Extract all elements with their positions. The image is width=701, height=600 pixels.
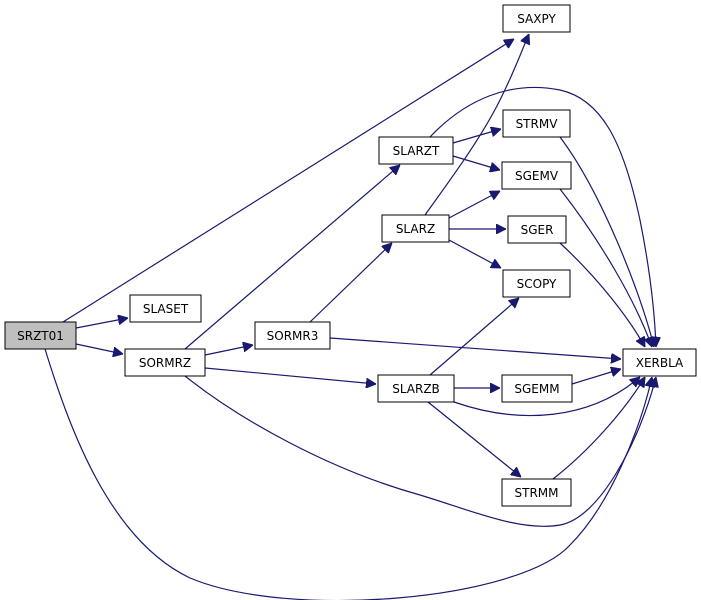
edge-sormr3-to-slarz [309,243,392,323]
node-slaset-box [129,294,202,323]
node-srzt01-label: SRZT01 [17,329,64,343]
node-slarz-box [381,214,450,243]
node-sormrz[interactable]: SORMRZ [124,348,206,377]
edge-slarzb-to-scopy [429,298,519,376]
node-slarzt-box [378,136,454,165]
node-slarzb-label: SLARZB [392,382,440,396]
node-sgemv[interactable]: SGEMV [501,161,572,190]
node-slarzt[interactable]: SLARZT [378,136,454,165]
node-saxpy[interactable]: SAXPY [502,4,571,33]
node-slarz-label: SLARZ [396,222,435,236]
node-sger[interactable]: SGER [507,215,567,244]
node-sormr3-label: SORMR3 [267,329,319,343]
node-saxpy-label: SAXPY [517,12,556,26]
node-srzt01[interactable]: SRZT01 [4,321,77,350]
node-scopy[interactable]: SCOPY [502,269,571,298]
node-sgemv-label: SGEMV [515,169,559,183]
node-slaset[interactable]: SLASET [129,294,202,323]
edges-layer [44,34,656,600]
edge-srzt01-to-sormrz [75,343,123,354]
node-sger-box [507,215,567,244]
node-xerbla-label: XERBLA [636,356,684,370]
edge-slarzt-to-sgemv [452,155,500,170]
edge-strmv-to-xerbla [559,136,654,347]
edge-slarzt-to-xerbla [429,86,656,347]
node-xerbla[interactable]: XERBLA [622,348,697,377]
edge-sormrz-to-slarzt [184,165,400,350]
node-sormrz-box [124,348,206,377]
edge-slarz-to-sgemv [448,190,500,219]
edge-strmm-to-xerbla [552,377,645,480]
edge-slarzb-to-strmm [427,401,521,477]
edge-srzt01-to-saxpy [62,39,514,323]
edge-srzt01-to-xerbla [44,348,652,600]
node-sormr3-box [254,321,331,350]
node-slarzb-box [377,374,455,403]
node-srzt01-box [4,321,77,350]
node-slarz[interactable]: SLARZ [381,214,450,243]
edge-slarzt-to-strmv [452,129,501,144]
node-sgemm[interactable]: SGEMM [501,374,573,403]
edge-sormr3-to-xerbla [329,337,621,359]
node-strmm[interactable]: STRMM [501,478,572,507]
edge-sgemv-to-xerbla [559,188,652,347]
edge-sgemm-to-xerbla [571,369,621,385]
edge-srzt01-to-slaset [75,318,128,329]
edge-slarz-to-saxpy [424,34,529,216]
node-strmv[interactable]: STRMV [502,109,571,138]
edge-sormrz-to-xerbla [184,375,656,527]
node-strmm-label: STRMM [515,486,559,500]
node-sgemm-label: SGEMM [514,382,559,396]
edge-sormrz-to-slarzb [204,367,376,384]
node-sger-label: SGER [521,223,554,237]
node-strmv-label: STRMV [516,117,559,131]
edge-slarz-to-scopy [448,239,501,268]
node-sgemm-box [501,374,573,403]
node-sgemv-box [501,161,572,190]
node-sormrz-label: SORMRZ [139,356,191,370]
node-slarzt-label: SLARZT [393,144,440,158]
edge-sger-to-xerbla [559,242,645,347]
edge-slarzb-to-xerbla [453,377,640,417]
node-sormr3[interactable]: SORMR3 [254,321,331,350]
edge-sormrz-to-sormr3 [204,345,253,356]
node-slaset-label: SLASET [143,302,189,316]
node-xerbla-box [622,348,697,377]
node-strmv-box [502,109,571,138]
nodes-layer: SRZT01 SLASET SORMRZ SORMR3 SLARZT SLARZ… [4,4,697,507]
node-scopy-box [502,269,571,298]
node-saxpy-box [502,4,571,33]
node-slarzb[interactable]: SLARZB [377,374,455,403]
node-strmm-box [501,478,572,507]
node-scopy-label: SCOPY [517,277,557,291]
